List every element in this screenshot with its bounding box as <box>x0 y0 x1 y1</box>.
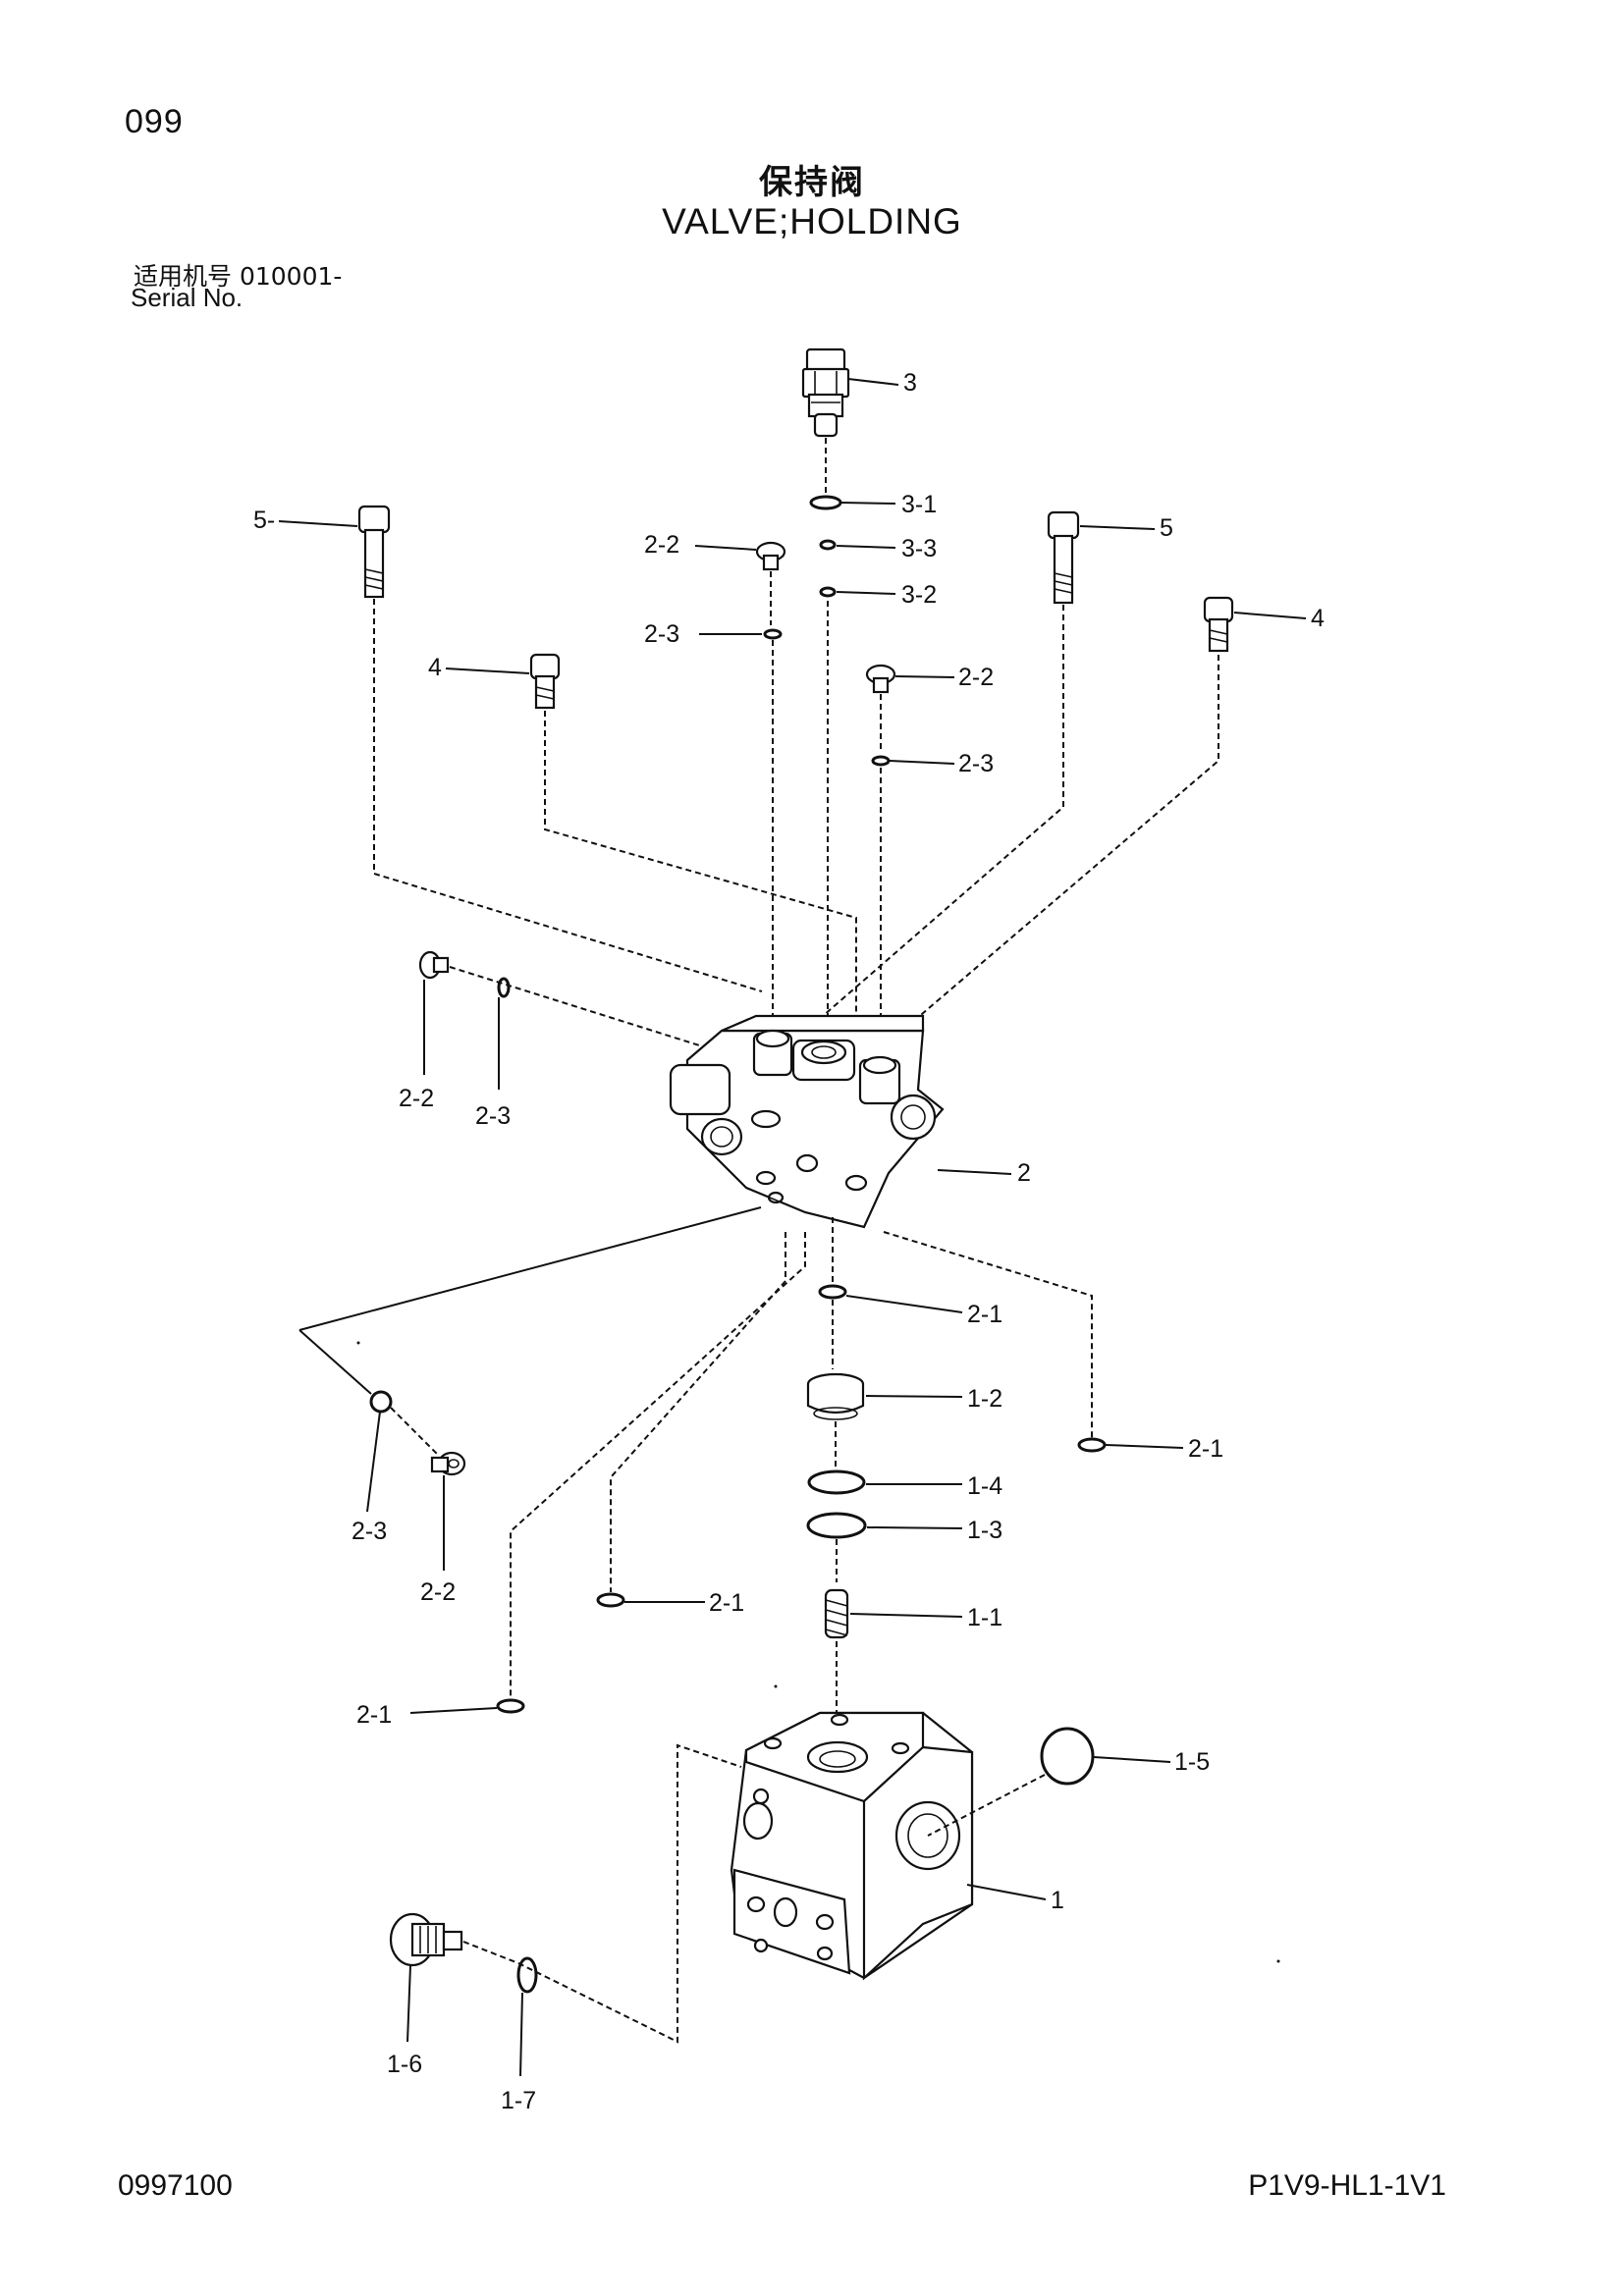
callout-2-3-side: 2-3 <box>475 1102 511 1130</box>
callout-2-2-low: 2-2 <box>420 1578 456 1606</box>
part-1-1-spring <box>824 1588 849 1639</box>
footer-model-code: P1V9-HL1-1V1 <box>1248 2169 1446 2202</box>
page-number: 099 <box>125 103 184 140</box>
callout-1: 1 <box>1051 1887 1064 1914</box>
part-5-bolt-left <box>357 505 391 599</box>
callout-2-1-right: 2-1 <box>1188 1435 1223 1463</box>
callout-5-left: 5- <box>253 507 275 534</box>
part-1-valve-housing <box>730 1711 974 1981</box>
part-1-5-o-ring <box>1040 1727 1095 1786</box>
callout-2: 2 <box>1017 1159 1031 1187</box>
part-1-7-o-ring <box>516 1956 538 1994</box>
part-5-bolt-right <box>1047 510 1080 605</box>
part-2-valve-body <box>669 1014 945 1229</box>
callout-4-right: 4 <box>1311 605 1325 632</box>
speck-mark <box>356 1341 360 1345</box>
callout-2-1-midleft: 2-1 <box>709 1589 744 1617</box>
callout-4-left: 4 <box>428 654 442 681</box>
serial-applicable-label: 适用机号 010001- <box>134 262 343 291</box>
part-4-screw-right <box>1203 596 1234 653</box>
part-2-2-plug-mid <box>865 664 896 694</box>
callout-2-2-side: 2-2 <box>399 1085 434 1112</box>
callout-5-right: 5 <box>1160 514 1173 542</box>
part-2-1-ring-center <box>818 1284 847 1300</box>
callout-3-2: 3-2 <box>901 581 937 609</box>
footer-drawing-number: 0997100 <box>118 2169 233 2202</box>
part-1-6-plug <box>389 1912 463 1967</box>
callout-3-1: 3-1 <box>901 491 937 518</box>
part-2-1-ring-farleft <box>496 1698 525 1714</box>
part-2-2-plug-side <box>418 950 450 980</box>
part-2-3-ring-mid <box>871 755 891 767</box>
speck-mark <box>1276 1959 1280 1963</box>
part-2-3-ring-top <box>763 628 783 640</box>
callout-2-1-farleft: 2-1 <box>356 1701 392 1729</box>
speck-mark <box>774 1684 778 1688</box>
part-2-2-plug-low <box>430 1451 466 1476</box>
callout-1-1: 1-1 <box>967 1604 1002 1631</box>
title-english: VALVE;HOLDING <box>662 201 962 241</box>
part-2-1-ring-right <box>1077 1437 1107 1453</box>
callout-2-3-low: 2-3 <box>352 1518 387 1545</box>
callout-3-3: 3-3 <box>901 535 937 562</box>
callout-2-3-mid: 2-3 <box>958 750 994 777</box>
callout-2-2-mid: 2-2 <box>958 664 994 691</box>
callout-1-5: 1-5 <box>1174 1748 1210 1776</box>
part-4-screw-left <box>529 653 561 710</box>
part-3-1-o-ring <box>809 495 842 510</box>
part-2-1-ring-midleft <box>596 1592 625 1608</box>
callout-1-2: 1-2 <box>967 1385 1002 1413</box>
callout-1-7: 1-7 <box>501 2087 536 2114</box>
part-2-2-plug-top <box>755 541 786 571</box>
callout-1-3: 1-3 <box>967 1517 1002 1544</box>
part-2-3-ring-low <box>369 1390 393 1414</box>
callout-1-4: 1-4 <box>967 1472 1002 1500</box>
callout-1-6: 1-6 <box>387 2051 422 2078</box>
callout-2-2-top: 2-2 <box>644 531 679 559</box>
part-1-3-o-ring <box>806 1512 867 1539</box>
callout-2-1-center: 2-1 <box>967 1301 1002 1328</box>
part-3-2-ring <box>819 586 837 598</box>
part-2-3-ring-side <box>497 977 511 998</box>
part-1-2-poppet <box>806 1372 865 1420</box>
title-chinese: 保持阀 <box>759 163 865 202</box>
part-3-valve-cartridge <box>801 347 850 438</box>
part-1-4-backup-ring <box>807 1469 866 1495</box>
serial-number-label: Serial No. <box>131 283 244 312</box>
part-3-3-ring <box>819 539 837 551</box>
callout-3: 3 <box>903 369 917 397</box>
callout-2-3-top: 2-3 <box>644 620 679 648</box>
